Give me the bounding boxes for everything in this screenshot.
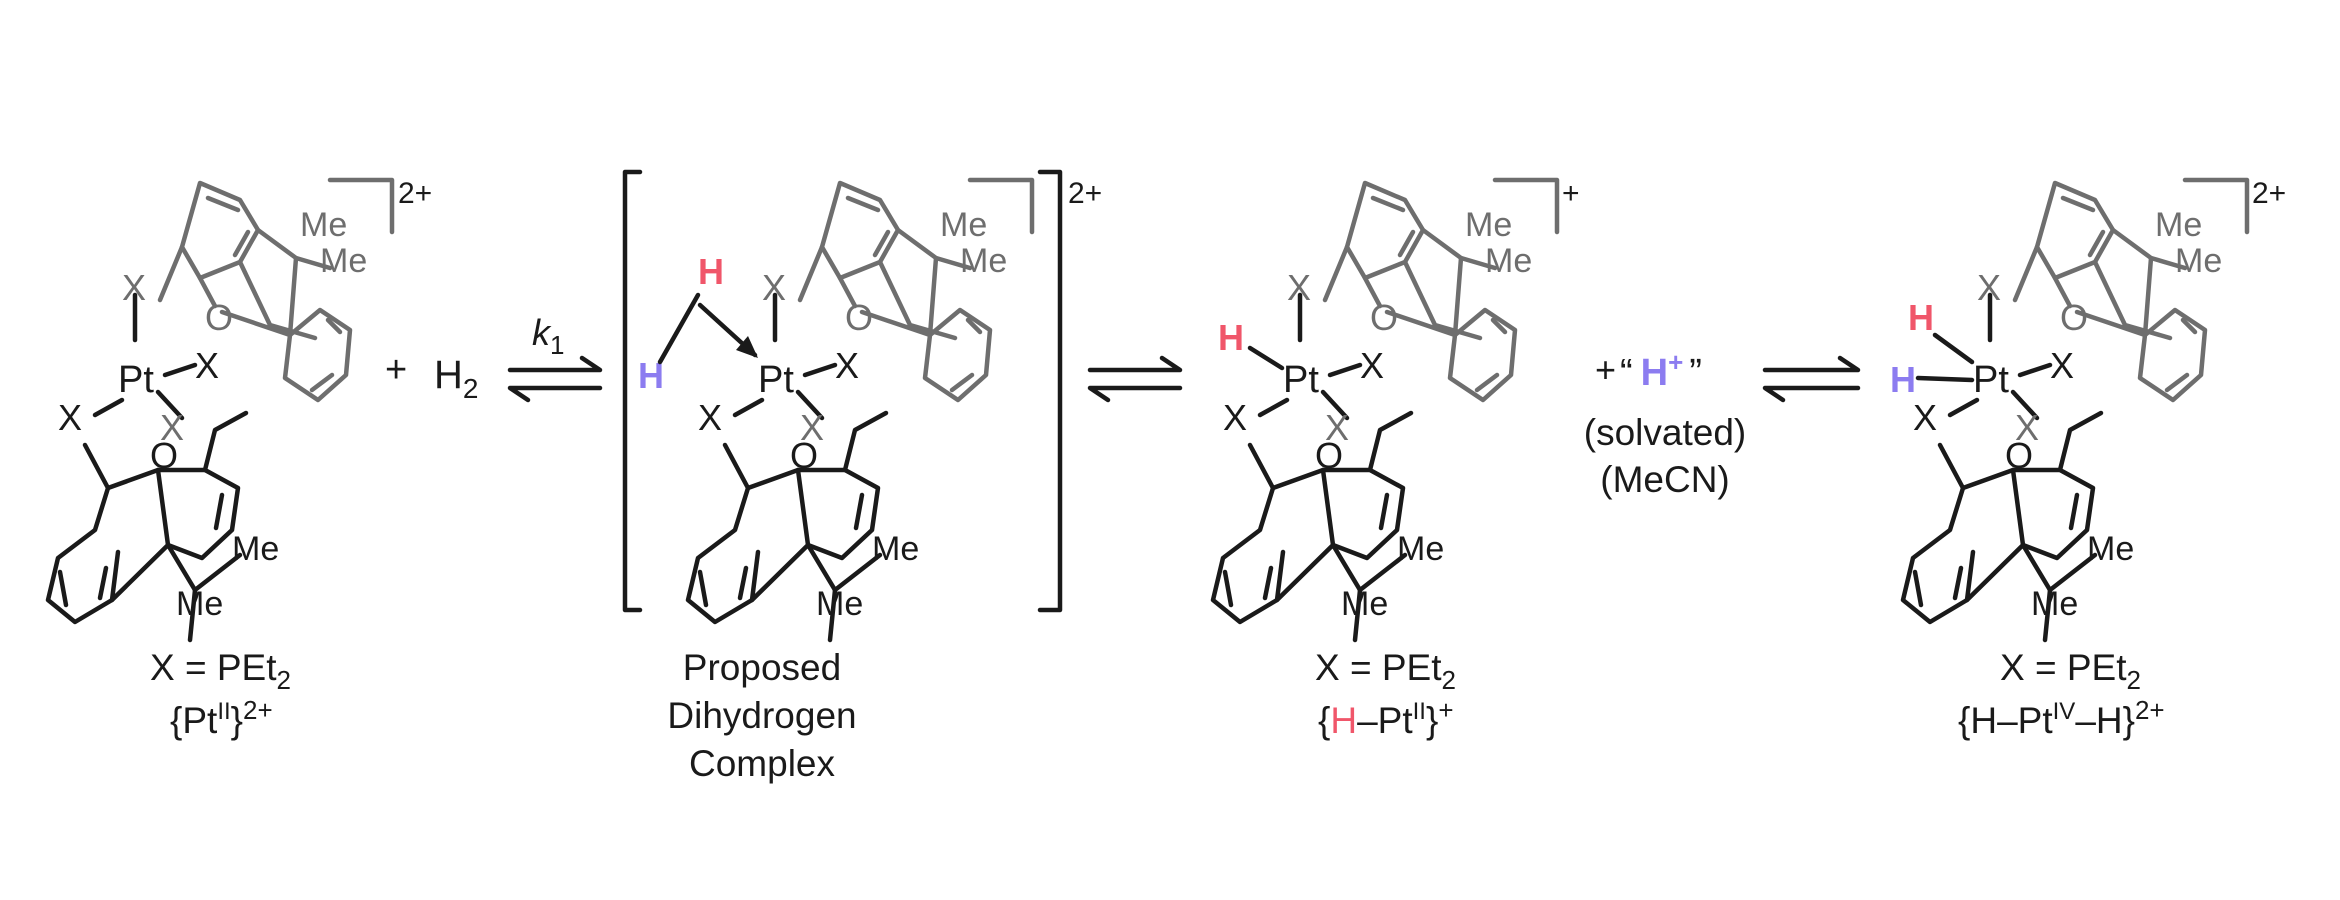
equilibrium-arrow: [1087, 355, 1183, 403]
svg-text:(MeCN): (MeCN): [1600, 459, 1729, 500]
compound-h-pt-iv-h: 2+ H H X = PEt2 {H–PtIV–H}2+: [1890, 177, 2286, 741]
charge-label: 2+: [398, 177, 432, 210]
right-bracket: [1037, 169, 1063, 613]
hydrogen-red: H: [1218, 317, 1244, 358]
svg-text:Dihydrogen: Dihydrogen: [667, 695, 856, 736]
compound-h-pt-ii: + H X = PEt2 {H–PtII}+: [1213, 177, 1580, 741]
svg-text:X = PEt2: X = PEt2: [1315, 647, 1456, 695]
reactant-h2: + H2: [385, 349, 478, 404]
svg-text:“H+”: “H+”: [1620, 347, 1702, 394]
charge-label: +: [1562, 177, 1580, 210]
rate-constant-label: k1: [532, 312, 564, 360]
arrow-head: [736, 336, 758, 358]
svg-text:X = PEt2: X = PEt2: [2000, 647, 2141, 695]
svg-text:{H–PtII}+: {H–PtII}+: [1318, 695, 1454, 741]
compound-dihydrogen-complex: 2+ H H Proposed Dihydrogen Complex: [622, 169, 1102, 784]
charge-label: 2+: [1068, 177, 1102, 210]
compound-pt-ii: 2+ X = PEt2 {PtII}2+: [48, 177, 432, 741]
left-bracket: [622, 169, 643, 613]
svg-text:Complex: Complex: [689, 743, 835, 784]
caption-x-pet2: X = PEt2: [150, 647, 291, 695]
hydrogen-red: H: [1908, 297, 1934, 338]
hydrogen-blue: H: [1890, 359, 1916, 400]
caption-formula: {PtII}2+: [170, 695, 273, 741]
svg-text:{H–PtIV–H}2+: {H–PtIV–H}2+: [1958, 695, 2165, 741]
equilibrium-arrow: [1762, 355, 1861, 403]
svg-text:Proposed: Proposed: [683, 647, 841, 688]
equilibrium-arrow-k1: k1: [507, 312, 603, 403]
solvated-proton: + “H+” (solvated) (MeCN): [1584, 347, 1746, 500]
hydrogen-red: H: [698, 251, 724, 292]
svg-text:+: +: [1595, 349, 1616, 390]
svg-text:(solvated): (solvated): [1584, 412, 1746, 453]
svg-text:H2: H2: [434, 353, 478, 404]
plus-sign: +: [385, 349, 407, 391]
charge-label: 2+: [2252, 177, 2286, 210]
